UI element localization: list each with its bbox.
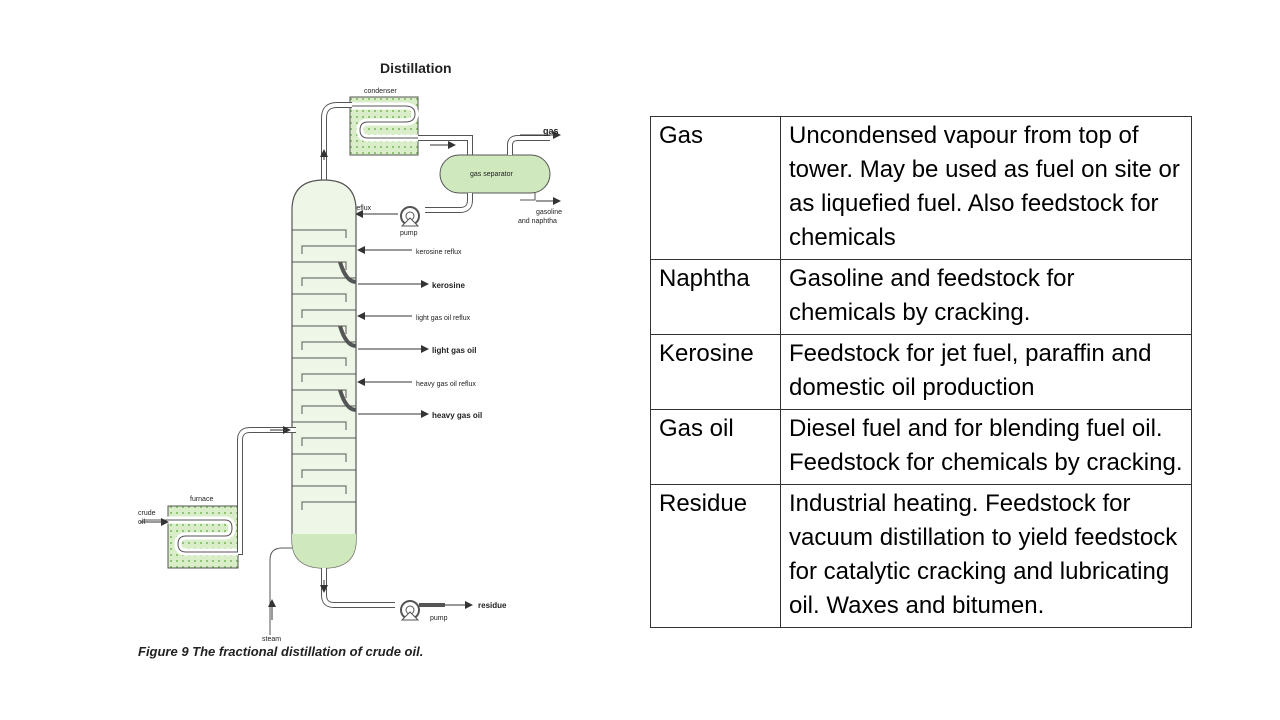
furnace (142, 505, 239, 569)
heavy-gas-oil-reflux-label: heavy gas oil reflux (416, 381, 476, 388)
gas-separator-label: gas separator (470, 171, 513, 178)
gasoline-label-1: gasoline (536, 209, 562, 216)
table-row: Naphtha Gasoline and feedstock for chemi… (650, 259, 1192, 335)
bottom-pump-label: pump (430, 615, 448, 622)
table-row: Gas Uncondensed vapour from top of tower… (650, 116, 1192, 260)
fraction-use: Feedstock for jet fuel, paraffin and dom… (780, 334, 1192, 410)
steam-label: steam (262, 636, 281, 643)
fraction-name: Naphtha (650, 259, 781, 335)
fraction-use: Diesel fuel and for blending fuel oil. F… (780, 409, 1192, 485)
fraction-name: Gas oil (650, 409, 781, 485)
table-row: Kerosine Feedstock for jet fuel, paraffi… (650, 334, 1192, 410)
gas-separator (439, 154, 551, 194)
furnace-label: furnace (190, 496, 213, 503)
fraction-name: Residue (650, 484, 781, 628)
top-pump-label: pump (400, 230, 418, 237)
kerosine-label: kerosine (432, 281, 465, 290)
fraction-use: Uncondensed vapour from top of tower. Ma… (780, 116, 1192, 260)
diagram-title: Distillation (380, 60, 452, 76)
distillation-diagram: Distillation condenser gas separator gas… (138, 60, 562, 659)
crude-label-1: crude (138, 510, 156, 517)
heavy-gas-oil-label: heavy gas oil (432, 411, 482, 420)
fraction-use: Gasoline and feedstock for chemicals by … (780, 259, 1192, 335)
fractions-table: Gas Uncondensed vapour from top of tower… (650, 116, 1192, 628)
condenser-label: condenser (364, 88, 397, 95)
fraction-name: Gas (650, 116, 781, 260)
residue-label: residue (478, 601, 507, 610)
gasoline-label-2: and naphtha (518, 218, 557, 225)
gas-label: gas (543, 126, 559, 136)
condenser (349, 96, 419, 156)
vapour-pipe (321, 102, 352, 180)
reflux-label: reflux (354, 205, 372, 212)
light-gas-oil-label: light gas oil (432, 346, 476, 355)
fraction-use: Industrial heating. Feedstock for vacuum… (780, 484, 1192, 628)
fraction-name: Kerosine (650, 334, 781, 410)
table-row: Residue Industrial heating. Feedstock fo… (650, 484, 1192, 628)
table-row: Gas oil Diesel fuel and for blending fue… (650, 409, 1192, 485)
tower-trays (292, 229, 356, 510)
kerosine-reflux-label: kerosine reflux (416, 249, 462, 256)
figure-caption: Figure 9 The fractional distillation of … (138, 644, 423, 659)
light-gas-oil-reflux-label: light gas oil reflux (416, 315, 471, 322)
